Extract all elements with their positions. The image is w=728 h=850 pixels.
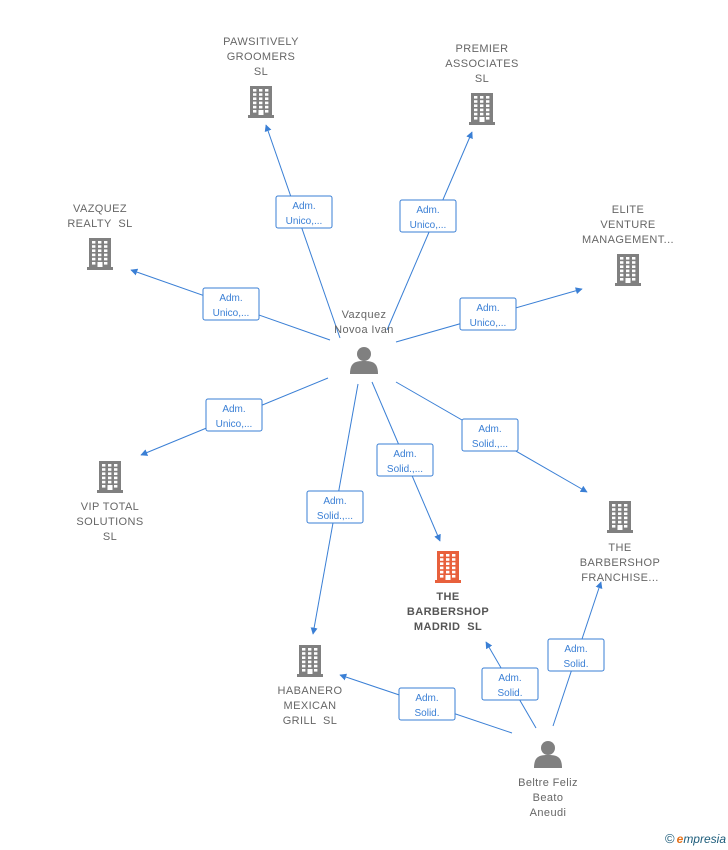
edge-label-text: Adm. [393,449,416,460]
node-habanero[interactable]: HABANERO MEXICAN GRILL SL [278,645,343,727]
node-label: MANAGEMENT... [582,234,674,246]
edge-label-box[interactable] [202,287,260,321]
node-elite[interactable]: ELITE VENTURE MANAGEMENT... [582,204,674,286]
node-label: THE [436,591,459,603]
edge-label-text: Adm. [564,644,587,655]
node-label: VAZQUEZ [73,203,127,215]
building-icon [97,461,123,493]
edge-label-text: Unico,... [470,318,507,329]
edge-label-box[interactable] [205,398,263,432]
edge-label-text: Unico,... [286,216,323,227]
edge-label-box[interactable] [306,490,364,524]
node-label: GROOMERS [227,51,296,63]
edge-label-text: Adm. [498,673,521,684]
edge-beltre-to-habanero: Adm. Solid. [339,673,513,734]
edge-label-box[interactable] [376,443,434,477]
building-icon [87,238,113,270]
node-label: MADRID SL [414,621,482,633]
copyright-symbol: © [665,831,675,846]
building-icon [435,551,461,583]
edge-label-text: Solid.,... [387,464,423,475]
edge-line [264,124,341,339]
edge-label-text: Adm. [219,293,242,304]
brand-name: mpresia [683,832,726,846]
node-label: PAWSITIVELY [223,36,299,48]
node-label: SL [103,531,117,543]
node-label: SL [475,73,489,85]
person-icon [534,741,562,768]
edge-vazquez_ivan-to-vazquez_realty: Adm. Unico,... [130,268,331,341]
edge-label-box[interactable] [459,297,517,331]
node-label: SOLUTIONS [76,516,143,528]
brand-initial: e [676,832,684,846]
edge-label-text: Adm. [415,693,438,704]
edge-vazquez_ivan-to-elite: Adm. Unico,... [395,287,583,343]
node-vazquez-realty[interactable]: VAZQUEZ REALTY SL [67,203,132,270]
edge-vazquez_ivan-to-vip: Adm. Unico,... [140,377,329,456]
edge-label-text: Solid. [497,688,522,699]
edge-label-text: Adm. [323,496,346,507]
building-icon [615,254,641,286]
edge-beltre-to-barbershop_franchise: Adm. Solid. [547,581,605,727]
building-icon [297,645,323,677]
edge-label-text: Solid. [414,708,439,719]
edge-vazquez_ivan-to-barbershop_franchise: Adm. Solid.,... [395,381,588,493]
node-label: VENTURE [600,219,655,231]
node-label: BARBERSHOP [580,557,660,569]
node-label: GRILL SL [283,715,338,727]
edge-label-box[interactable] [399,199,457,233]
node-label: Vazquez [342,309,387,321]
edge-beltre-to-barbershop_madrid: Adm. Solid. [481,641,539,729]
node-pawsitively[interactable]: PAWSITIVELY GROOMERS SL [223,36,299,118]
edge-label-text: Unico,... [216,419,253,430]
edge-label-text: Unico,... [410,220,447,231]
edge-label-text: Solid. [563,659,588,670]
node-label: ASSOCIATES [445,58,518,70]
edge-label-box[interactable] [481,667,539,701]
node-label: MEXICAN [284,700,337,712]
node-vip[interactable]: VIP TOTAL SOLUTIONS SL [76,461,143,543]
edge-vazquez_ivan-to-barbershop_madrid: Adm. Solid.,... [371,381,441,542]
edge-label-text: Adm. [478,424,501,435]
node-label: PREMIER [456,43,509,55]
building-icon [248,86,274,118]
edge-label-text: Adm. [292,201,315,212]
edge-label-box[interactable] [275,195,333,229]
node-label: REALTY SL [67,218,132,230]
edge-vazquez_ivan-to-premier: Adm. Unico,... [386,131,473,331]
edge-vazquez_ivan-to-habanero: Adm. Solid.,... [306,383,364,635]
edge-label-box[interactable] [398,687,456,721]
building-icon [469,93,495,125]
node-label: ELITE [612,204,645,216]
edge-label-text: Adm. [416,205,439,216]
node-label: HABANERO [278,685,343,697]
node-label: Beltre Feliz [518,777,578,789]
empresia-watermark: ©empresia [665,831,726,846]
node-label: BARBERSHOP [407,606,489,618]
node-label: Beato [533,792,564,804]
node-label: THE [608,542,631,554]
node-label: Aneudi [530,807,567,819]
node-label: SL [254,66,268,78]
edge-label-text: Adm. [476,303,499,314]
building-icon [607,501,633,533]
node-premier[interactable]: PREMIER ASSOCIATES SL [445,43,518,125]
node-barbershop-madrid[interactable]: THE BARBERSHOP MADRID SL [407,551,489,633]
edge-label-text: Adm. [222,404,245,415]
node-barbershop-franchise[interactable]: THE BARBERSHOP FRANCHISE... [580,501,660,584]
edge-label-text: Solid.,... [317,511,353,522]
edge-label-text: Solid.,... [472,439,508,450]
edge-label-text: Unico,... [213,308,250,319]
edge-label-box[interactable] [547,638,605,672]
node-label: Novoa Ivan [334,324,394,336]
node-label: VIP TOTAL [81,501,139,513]
edge-label-box[interactable] [461,418,519,452]
node-label: FRANCHISE... [581,572,659,584]
edge-vazquez_ivan-to-pawsitively: Adm. Unico,... [264,124,341,339]
person-icon [350,347,378,374]
